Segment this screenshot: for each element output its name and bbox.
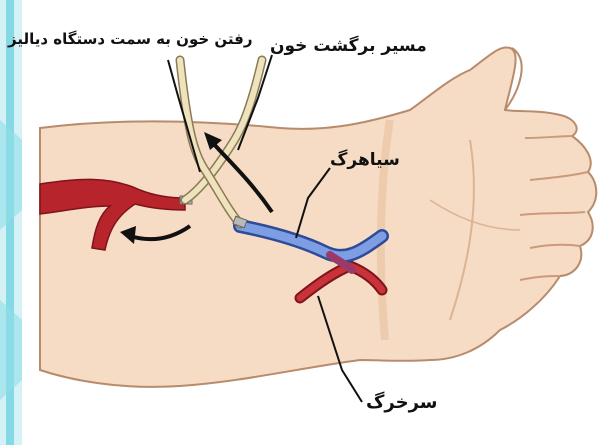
label-blood-return-path: مسیر برگشت خون [270, 36, 427, 56]
forearm-hand [40, 47, 596, 386]
label-blood-to-dialysis: رفتن خون به سمت دستگاه دیالیز [8, 30, 252, 48]
label-artery: سرخرگ [366, 392, 438, 413]
label-vein: سیاهرگ [330, 150, 400, 170]
left-teal-border [0, 0, 22, 445]
